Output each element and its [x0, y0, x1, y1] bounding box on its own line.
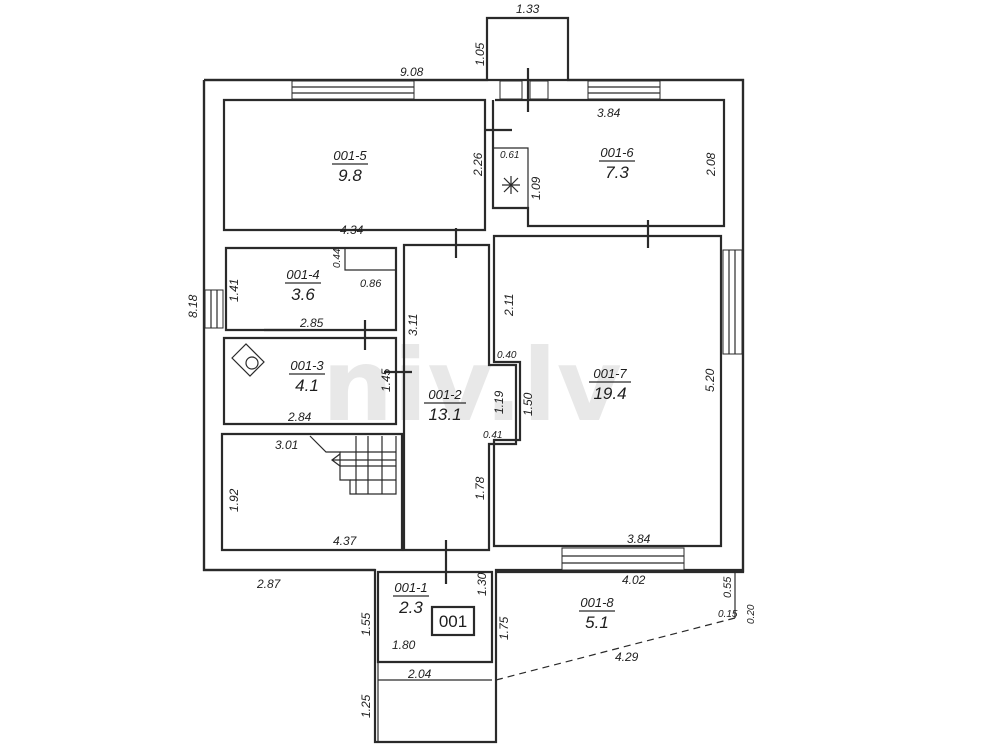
room-001-7-walls	[492, 234, 723, 548]
dimension-label: 0.86	[360, 278, 382, 290]
dimension-label: 9.08	[400, 65, 424, 79]
dimension-label: 4.37	[333, 534, 358, 548]
dimension-label: 1.50	[521, 392, 535, 416]
dimension-label: 1.25	[359, 694, 373, 718]
dimension-label: 0.41	[483, 430, 502, 441]
dimension-label: 2.84	[287, 410, 312, 424]
plan-tag-box	[430, 605, 476, 637]
dimension-label: 2.11	[502, 294, 516, 317]
room-area: 13.1	[428, 405, 461, 424]
dimension-label: 0.61	[500, 150, 519, 161]
dimension-label: 0.55	[722, 576, 734, 598]
dimension-label: 1.41	[227, 279, 241, 302]
dimension-label: 1.78	[473, 476, 487, 500]
room-001-6-walls	[491, 98, 726, 228]
room-label-001-3: 001-3 4.1	[289, 358, 325, 395]
room-001-3-walls	[222, 336, 398, 426]
room-area: 4.1	[295, 376, 319, 395]
outer-frame-left	[202, 80, 375, 572]
dimension-label: 3.01	[275, 438, 298, 452]
dimension-label: 0.44	[332, 248, 343, 268]
dimension-label: 0.40	[497, 350, 517, 361]
room-area: 9.8	[338, 166, 362, 185]
dimension-label: 1.30	[475, 572, 489, 596]
dimension-label: 1.45	[379, 368, 393, 392]
porch-outline	[495, 617, 736, 681]
doors	[264, 68, 650, 584]
dimension-label: 4.34	[340, 223, 364, 237]
dimension-label: 0.15	[718, 609, 738, 620]
room-001-4-walls	[224, 246, 398, 332]
room-id: 001-2	[428, 387, 462, 402]
room-area: 3.6	[291, 285, 315, 304]
dimension-label: 1.92	[227, 488, 241, 512]
outer-frame	[204, 78, 745, 574]
room-001-2-walls	[402, 243, 518, 552]
room-area: 2.3	[398, 598, 423, 617]
dimension-label: 2.26	[471, 152, 485, 177]
room-id: 001-3	[290, 358, 324, 373]
room-area: 5.1	[585, 613, 609, 632]
dimension-label: 4.29	[615, 650, 639, 664]
windows	[204, 80, 743, 571]
room-id: 001-8	[580, 595, 614, 610]
dimension-label: 2.85	[299, 316, 324, 330]
plan-tag: 001	[439, 612, 467, 631]
room-label-001-8: 001-8 5.1	[579, 595, 615, 632]
room-001-1-walls	[376, 570, 494, 742]
room-id: 001-5	[333, 148, 367, 163]
room-label-001-6: 001-6 7.3	[599, 145, 635, 182]
room-label-001-4: 001-4 3.6	[285, 267, 321, 304]
lower-left-room-walls	[220, 432, 404, 552]
room-id: 001-4	[286, 267, 319, 282]
dimension-label: 1.55	[359, 612, 373, 636]
boiler-icon	[231, 343, 265, 377]
room-area: 19.4	[593, 384, 626, 403]
dimension-label: 1.05	[473, 42, 487, 66]
room-001-5-walls	[222, 98, 487, 232]
dimension-label: 2.87	[256, 577, 282, 591]
room-label-001-2: 001-2 13.1	[424, 387, 466, 424]
room-label-001-1: 001-1 2.3	[393, 580, 429, 617]
room-id: 001-1	[394, 580, 427, 595]
room-id: 001-7	[593, 366, 627, 381]
room-label-001-7: 001-7 19.4	[589, 366, 631, 403]
dimension-label: 1.80	[392, 638, 416, 652]
room-label-001-5: 001-5 9.8	[332, 148, 368, 185]
dimension-label: 2.08	[704, 152, 718, 177]
staircase-icon	[309, 435, 397, 495]
dimension-labels: 1.33 1.05 9.08 3.84 2.26 0.61 2.08 1.09 …	[186, 2, 757, 718]
dimension-label: 2.04	[407, 667, 432, 681]
dimension-label: 3.84	[627, 532, 651, 546]
room-area: 7.3	[605, 163, 629, 182]
dimension-label: 8.18	[186, 294, 200, 318]
dimension-label: 4.02	[622, 573, 646, 587]
dimension-label: 3.11	[406, 314, 420, 336]
stove-icon	[502, 176, 520, 194]
dimension-label: 1.33	[516, 2, 540, 16]
watermark: niv.lv	[322, 327, 622, 444]
dimension-label: 3.84	[597, 106, 621, 120]
dimension-label: 0.20	[746, 604, 757, 624]
dimension-label: 1.75	[497, 616, 511, 640]
dimension-label: 1.09	[529, 176, 543, 200]
dimension-label: 5.20	[703, 368, 717, 392]
room-id: 001-6	[600, 145, 634, 160]
dimension-label: 1.19	[492, 390, 506, 414]
